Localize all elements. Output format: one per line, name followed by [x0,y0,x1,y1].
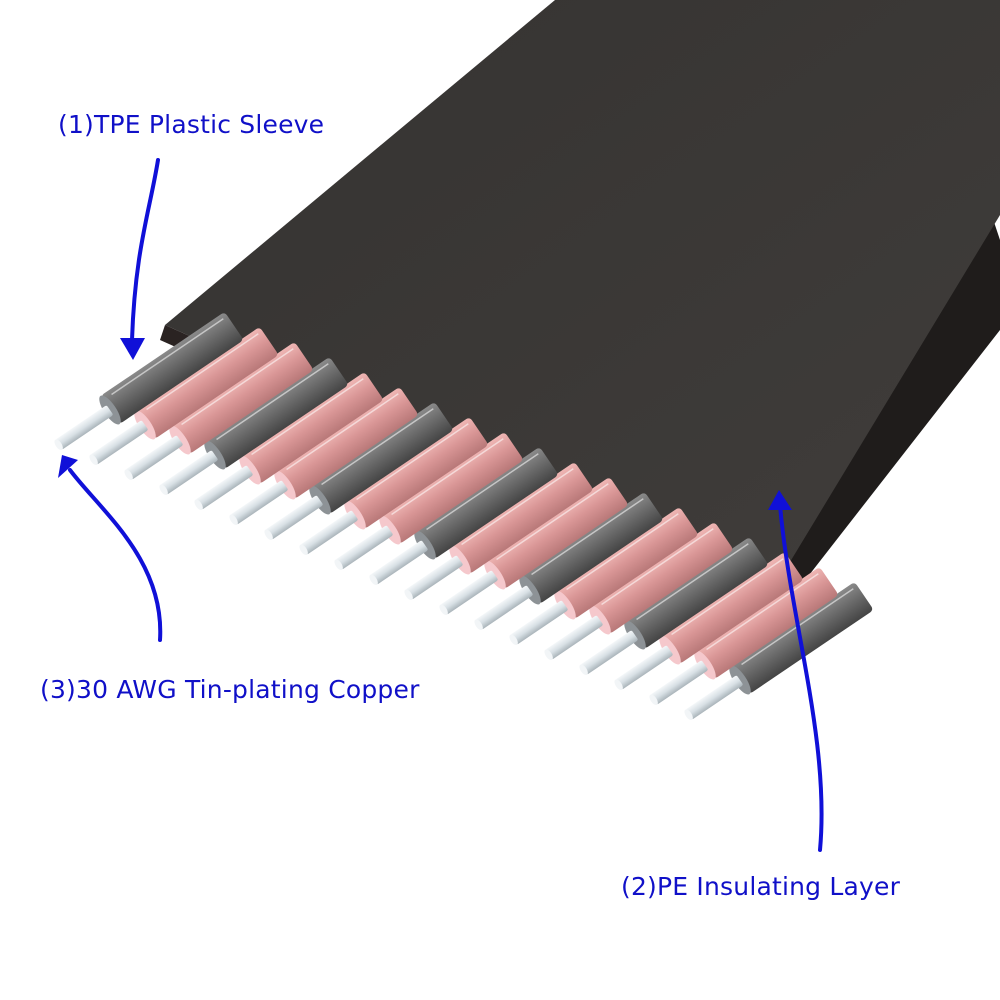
callout-label-tpe-plastic-sleeve: (1)TPE Plastic Sleeve [58,110,325,139]
conductor-grey-sleeve [264,403,453,541]
arrow-heads [58,338,792,510]
arrow-1-tpe-sleeve [130,158,160,342]
conductor-pink-sleeve [509,508,698,646]
arrowhead-2 [768,490,792,510]
conductor-grey-sleeve [159,358,348,496]
arrowhead-1 [120,338,145,360]
conductor-pink-sleeve [89,328,278,466]
conductor-pink-sleeve [404,463,593,601]
conductor-pink-sleeve [439,478,628,616]
conductor-grey-sleeve [54,313,243,451]
arrowhead-3 [58,455,78,478]
conductor-pink-sleeve [124,343,313,481]
callout-arrows [68,158,824,852]
conductor-grey-sleeve [369,448,558,586]
arrow-2-pe-layer [778,503,824,852]
arrow-3-copper [68,468,163,642]
conductor-grey-sleeve [474,493,663,631]
conductor-pink-sleeve [299,418,488,556]
conductor-pink-sleeve [334,433,523,571]
callout-label-30awg-copper: (3)30 AWG Tin-plating Copper [40,675,420,704]
conductor-grey-sleeve [579,538,768,676]
callout-label-pe-insulating-layer: (2)PE Insulating Layer [621,872,901,901]
conductor-pink-sleeve [229,388,418,526]
conductor-pink-sleeve [614,553,803,691]
conductor-array [54,313,873,721]
conductor-pink-sleeve [194,373,383,511]
conductor-pink-sleeve [544,523,733,661]
conductor-pink-sleeve [649,568,838,706]
